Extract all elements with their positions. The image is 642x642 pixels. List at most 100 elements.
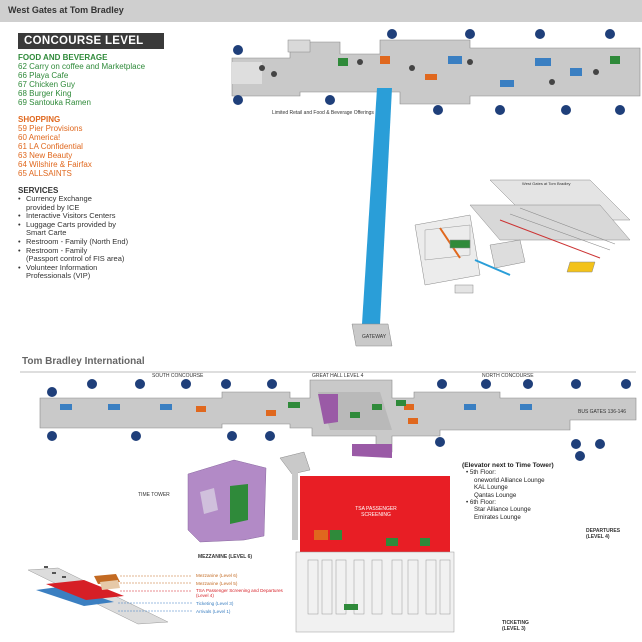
store-block[interactable]	[372, 404, 382, 410]
gate-marker[interactable]	[325, 95, 335, 105]
elevator-line: Star Alliance Lounge	[474, 506, 531, 514]
gate-marker[interactable]	[87, 379, 97, 389]
gate-marker[interactable]	[387, 29, 397, 39]
elevator-line: Qantas Lounge	[474, 491, 517, 499]
time-tower-label: TIME TOWER	[138, 492, 170, 498]
shop-item: 65 ALLSAINTS	[18, 169, 72, 178]
tbi-title: Tom Bradley International	[22, 356, 145, 367]
store-block[interactable]	[535, 58, 551, 66]
store-block[interactable]	[108, 404, 120, 410]
gate-marker[interactable]	[221, 379, 231, 389]
store-block[interactable]	[408, 418, 418, 424]
page-title: West Gates at Tom Bradley	[8, 5, 124, 15]
gate-marker[interactable]	[495, 105, 505, 115]
store-block[interactable]	[266, 410, 276, 416]
ticketing-label: TICKETING (LEVEL 3)	[502, 620, 529, 632]
limited-retail-label: Limited Retail and Food & Beverage Offer…	[272, 110, 374, 116]
tsa-screening-area	[300, 476, 450, 540]
level-label: CONCOURSE LEVEL	[18, 33, 164, 49]
gate-marker[interactable]	[233, 45, 243, 55]
store-block[interactable]	[448, 56, 462, 64]
store-block[interactable]	[386, 538, 398, 546]
service-item: Restroom - Family (North End)	[18, 237, 198, 247]
gate-marker[interactable]	[571, 439, 581, 449]
store-block[interactable]	[610, 56, 620, 64]
west-gates-concourse	[231, 29, 641, 115]
gate-marker[interactable]	[481, 379, 491, 389]
food-item: 68 Burger King	[18, 89, 72, 98]
services-section-title: SERVICES	[18, 186, 59, 195]
gate-marker[interactable]	[227, 431, 237, 441]
tbi-concourse	[20, 371, 637, 461]
stack-legend-item: TSA Passenger Screening and Departures (…	[196, 588, 283, 599]
service-item-sub: Professionals (VIP)	[26, 271, 91, 281]
food-item: 62 Carry on coffee and Marketplace	[18, 62, 146, 71]
gate-marker[interactable]	[575, 451, 585, 461]
stack-legend-item: Arrivals (Level 1)	[196, 609, 231, 615]
gate-marker[interactable]	[233, 95, 243, 105]
gate-marker[interactable]	[131, 431, 141, 441]
walkway	[362, 88, 392, 324]
service-item-sub: (Passport control of FIS area)	[26, 254, 125, 264]
gate-marker[interactable]	[435, 437, 445, 447]
gate-marker[interactable]	[595, 439, 605, 449]
gateway-block	[351, 323, 393, 347]
store-block[interactable]	[288, 402, 300, 408]
elevator-line: • 5th Floor:	[466, 469, 497, 477]
store-block[interactable]	[404, 404, 414, 410]
store-block[interactable]	[380, 56, 390, 64]
food-item: 66 Playa Cafe	[18, 71, 69, 80]
store-block[interactable]	[396, 400, 406, 406]
gate-marker[interactable]	[561, 105, 571, 115]
store-block[interactable]	[60, 404, 72, 410]
gate-marker[interactable]	[181, 379, 191, 389]
gate-marker[interactable]	[535, 29, 545, 39]
service-icon	[357, 59, 363, 65]
gate-marker[interactable]	[265, 431, 275, 441]
shop-item: 59 Pier Provisions	[18, 124, 83, 133]
great-hall-label: GREAT HALL LEVEL 4	[312, 373, 364, 379]
gate-marker[interactable]	[621, 379, 631, 389]
store-block[interactable]	[500, 80, 514, 87]
store-block[interactable]	[350, 412, 360, 418]
service-item-sub: Smart Carte	[26, 228, 67, 238]
store-block[interactable]	[330, 530, 342, 540]
store-block[interactable]	[570, 68, 582, 76]
level-stack-diagram	[27, 566, 192, 625]
gate-marker[interactable]	[433, 105, 443, 115]
gate-marker[interactable]	[47, 387, 57, 397]
shop-item: 64 Wilshire & Fairfax	[18, 160, 92, 169]
gate-marker[interactable]	[465, 29, 475, 39]
gate-marker[interactable]	[605, 29, 615, 39]
gate-marker[interactable]	[615, 105, 625, 115]
elevator-line: oneworld Alliance Lounge	[474, 476, 545, 484]
gate-marker[interactable]	[571, 379, 581, 389]
gate-marker[interactable]	[523, 379, 533, 389]
elevator-info: (Elevator next to Time Tower) • 5th Floo…	[462, 462, 572, 521]
header-bar	[0, 0, 642, 22]
gate-marker[interactable]	[267, 379, 277, 389]
gateway-label: GATEWAY	[362, 334, 387, 340]
food-item: 69 Santouka Ramen	[18, 98, 91, 107]
departures-label: DEPARTURES (LEVEL 4)	[586, 528, 621, 540]
gate-marker[interactable]	[135, 379, 145, 389]
service-icon	[549, 79, 555, 85]
store-block[interactable]	[464, 404, 476, 410]
store-block[interactable]	[344, 604, 358, 610]
bus-gates-label: BUS GATES 136-146	[578, 409, 626, 415]
store-block[interactable]	[520, 404, 532, 410]
store-block[interactable]	[338, 58, 348, 66]
store-block[interactable]	[420, 538, 430, 546]
store-block[interactable]	[196, 406, 206, 412]
store-block[interactable]	[314, 530, 328, 540]
store-block[interactable]	[160, 404, 172, 410]
gate-marker[interactable]	[437, 379, 447, 389]
tsa-label: TSA PASSENGER SCREENING	[355, 506, 397, 518]
gate-marker[interactable]	[47, 431, 57, 441]
service-icon	[467, 59, 473, 65]
food-item: 67 Chicken Guy	[18, 80, 75, 89]
purple-area	[318, 394, 338, 424]
store-block[interactable]	[425, 74, 437, 80]
shop-item: 60 America!	[18, 133, 61, 142]
